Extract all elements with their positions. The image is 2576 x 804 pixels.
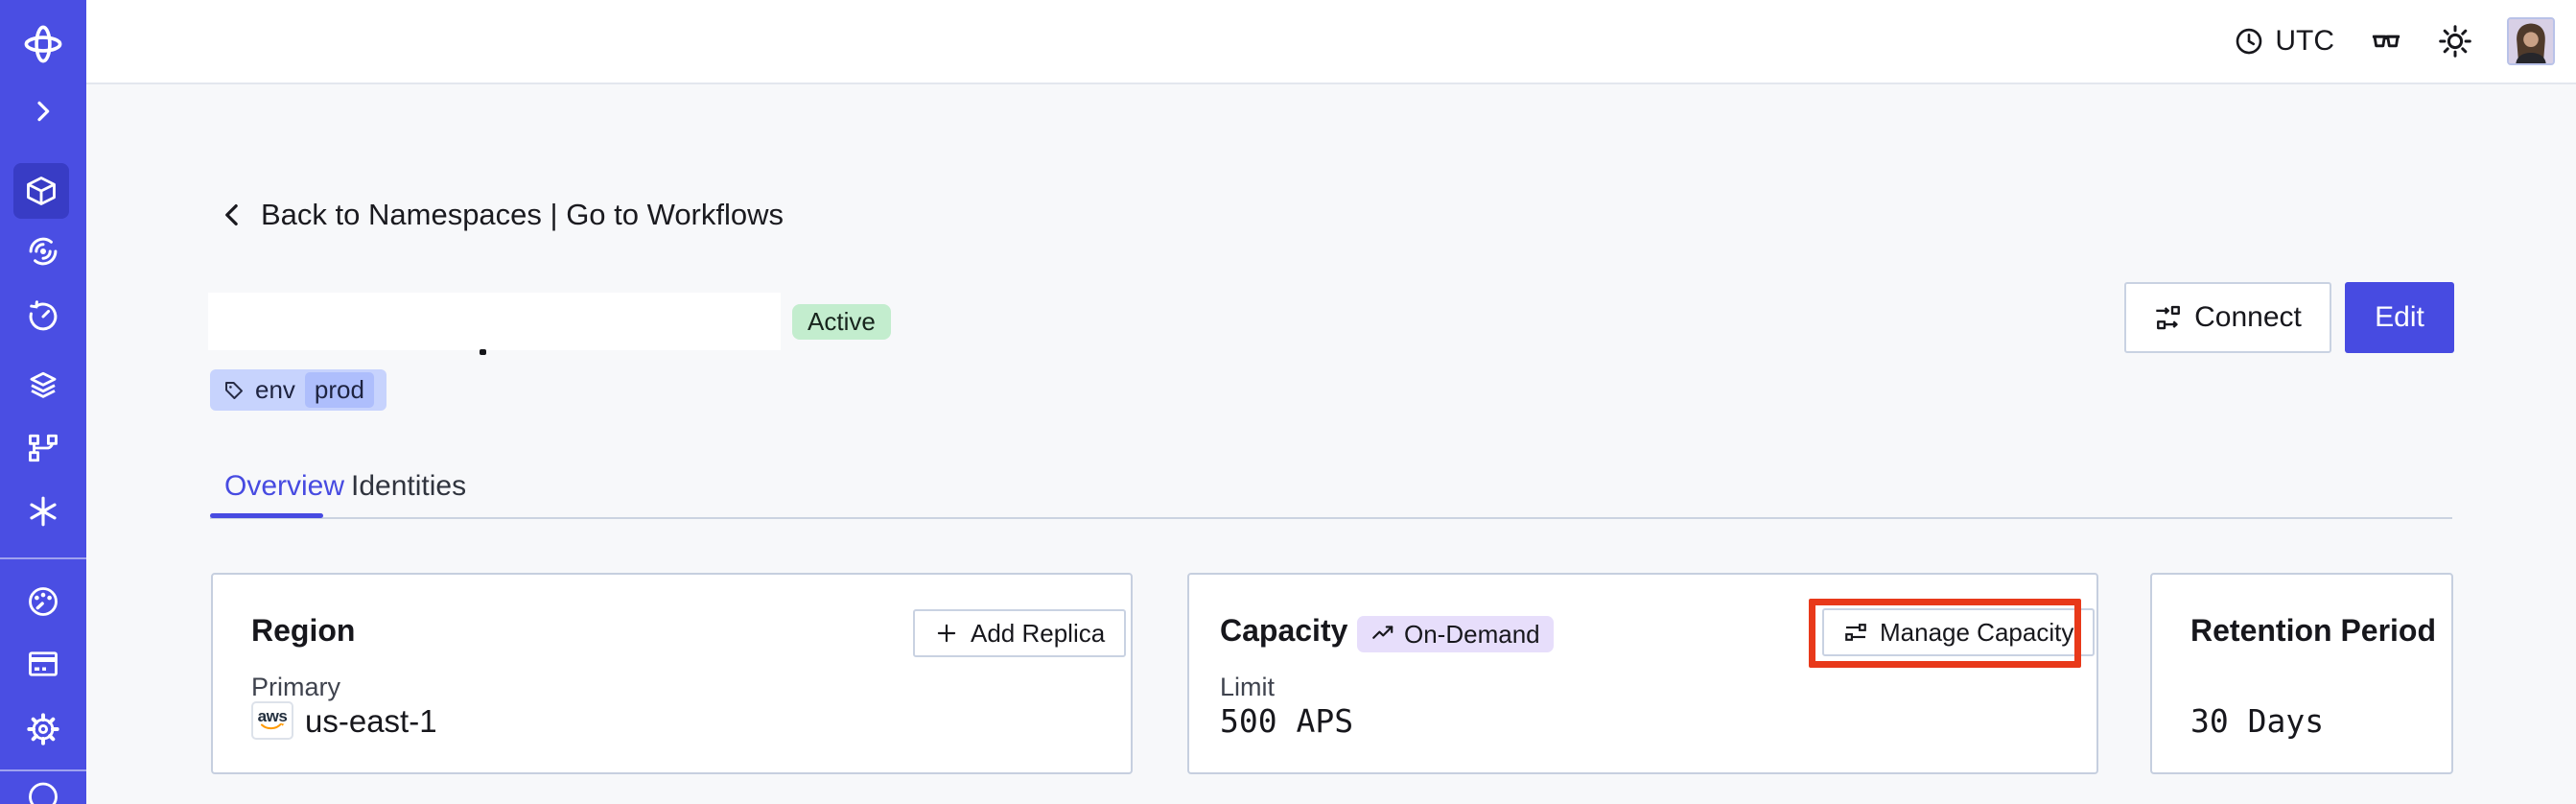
redacted-namespace-name	[208, 293, 781, 350]
usage-gauge-icon	[26, 584, 60, 619]
connect-button-label: Connect	[2194, 301, 2302, 333]
sidebar-divider-bottom	[0, 769, 86, 771]
sidebar-item-usage[interactable]	[15, 574, 71, 629]
add-replica-label: Add Replica	[971, 618, 1106, 648]
sidebar-item-billing[interactable]	[15, 636, 71, 692]
tab-overview[interactable]: Overview	[224, 470, 344, 503]
timezone-selector[interactable]: UTC	[2235, 25, 2334, 58]
back-chevron-icon	[219, 201, 247, 229]
edit-button-label: Edit	[2375, 301, 2424, 333]
sidebar-item-namespaces[interactable]	[13, 163, 69, 219]
breadcrumb-label: Back to Namespaces | Go to Workflows	[261, 198, 785, 231]
tag-icon	[222, 379, 246, 402]
status-badge-label: Active	[808, 307, 876, 336]
aws-smile-icon	[261, 722, 285, 729]
sidebar-divider	[0, 557, 86, 559]
expand-chevron-icon[interactable]	[28, 96, 59, 127]
sidebar-item-help[interactable]	[15, 782, 71, 804]
glasses-icon[interactable]	[2369, 24, 2403, 59]
sidebar-item-settings[interactable]	[15, 701, 71, 757]
theme-toggle-icon[interactable]	[2438, 24, 2472, 59]
timezone-label: UTC	[2275, 25, 2334, 57]
region-value: us-east-1	[305, 703, 437, 739]
region-card-title: Region	[251, 613, 356, 648]
temporal-logo-icon	[21, 22, 65, 66]
on-demand-badge: On-Demand	[1357, 616, 1554, 652]
namespace-tag: env prod	[210, 369, 386, 411]
capacity-limit-label: Limit	[1220, 673, 1276, 701]
help-icon	[26, 767, 60, 804]
sidebar-item-schedules[interactable]	[15, 289, 71, 344]
add-replica-button[interactable]: Add Replica	[913, 609, 1127, 657]
aws-provider-badge: aws	[251, 701, 293, 740]
sliders-icon	[1843, 620, 1868, 645]
nexus-icon	[26, 494, 60, 529]
region-primary-label: Primary	[251, 673, 340, 701]
sidebar-item-nexus[interactable]	[15, 484, 71, 539]
sidebar-item-workflows[interactable]	[15, 224, 71, 279]
namespaces-cube-icon	[24, 174, 59, 208]
tag-key: env	[255, 375, 295, 404]
retention-card-title: Retention Period	[2190, 613, 2437, 648]
manage-capacity-label: Manage Capacity	[1880, 617, 2074, 647]
batch-operations-icon	[26, 431, 60, 465]
sidebar-item-deployments[interactable]	[15, 358, 71, 414]
top-bar: UTC	[86, 0, 2576, 84]
sidebar-item-batch-operations[interactable]	[15, 420, 71, 476]
manage-capacity-button[interactable]: Manage Capacity	[1822, 608, 2096, 656]
billing-card-icon	[26, 647, 60, 681]
tab-identities-label: Identities	[351, 470, 467, 502]
settings-gear-icon	[26, 712, 60, 746]
deployments-icon	[26, 368, 60, 403]
schedules-icon	[26, 299, 60, 334]
redaction-artifact	[480, 349, 486, 355]
connect-button[interactable]: Connect	[2124, 282, 2331, 353]
tab-overview-label: Overview	[224, 470, 345, 502]
retention-card: Retention Period 30 Days	[2150, 573, 2453, 774]
tab-separator-line	[210, 517, 2452, 519]
tag-value: prod	[304, 372, 374, 408]
trending-up-icon	[1370, 622, 1395, 647]
breadcrumb[interactable]: Back to Namespaces | Go to Workflows	[219, 198, 784, 232]
clock-icon	[2235, 27, 2263, 56]
capacity-card: Capacity On-Demand Manage Capacity Limit…	[1187, 573, 2098, 774]
capacity-value: 500 APS	[1220, 702, 1354, 740]
user-avatar[interactable]	[2507, 17, 2555, 65]
edit-button[interactable]: Edit	[2345, 282, 2454, 353]
active-tab-underline	[210, 513, 323, 518]
retention-value: 30 Days	[2190, 702, 2325, 740]
workflows-icon	[26, 234, 60, 269]
sidebar-nav: .navitem.active{} document.currentScript…	[0, 0, 86, 804]
aws-logo-text: aws	[257, 706, 288, 725]
plus-icon	[934, 621, 959, 646]
tab-identities[interactable]: Identities	[351, 470, 466, 503]
region-card: Region Add Replica Primary aws us-east-1	[211, 573, 1133, 774]
status-badge: Active	[792, 304, 891, 340]
connect-icon	[2154, 303, 2183, 332]
capacity-card-title: Capacity	[1220, 613, 1348, 648]
on-demand-badge-label: On-Demand	[1404, 619, 1540, 649]
